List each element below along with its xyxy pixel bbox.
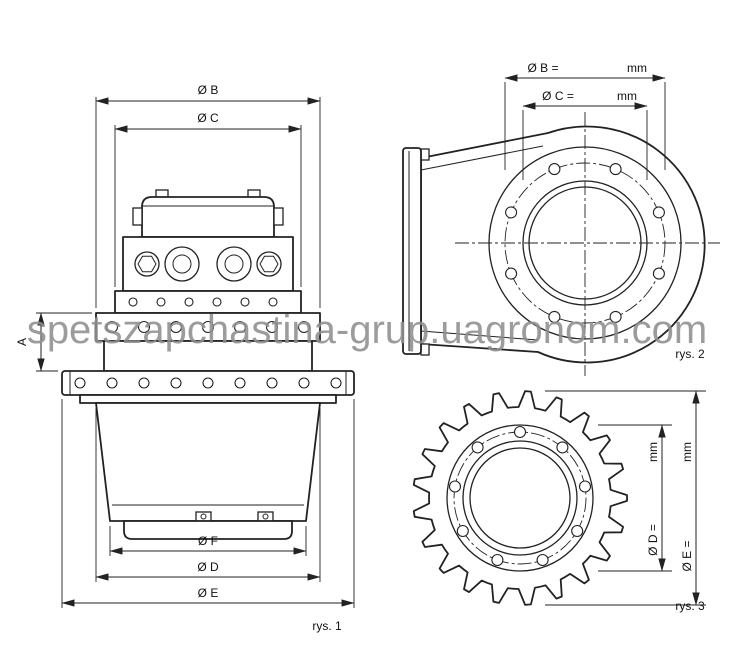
- fig2-dim-c-unit: mm: [617, 89, 637, 103]
- bolt-hole: [170, 377, 182, 389]
- bolt-hole: [505, 206, 518, 219]
- bolt-hole: [578, 480, 592, 493]
- fig1-side-tab: [132, 207, 143, 226]
- fig3-dim-d-unit: mm: [646, 442, 660, 462]
- fig1-bottom-cover: [123, 520, 293, 540]
- bolt-hole: [105, 320, 119, 334]
- fig2-inner-wall: [420, 330, 539, 341]
- bolt-hole: [184, 297, 194, 307]
- bolt-hole: [609, 163, 622, 176]
- bolt-hole: [548, 310, 561, 323]
- fig1-drum-body: [95, 402, 321, 522]
- bolt-hole: [556, 441, 569, 454]
- bolt-hole: [169, 320, 183, 334]
- fig1-hex-plug-hex: [137, 255, 157, 273]
- bolt-hole: [202, 377, 214, 389]
- fig1-hex-plug-hex: [259, 255, 279, 273]
- fig1-bottom-tab: [195, 511, 212, 522]
- fig3-caption: rys. 3: [675, 599, 705, 613]
- fig3-dim-e-label: Ø E =: [680, 540, 694, 571]
- fig1-top-cover: [141, 196, 275, 238]
- bolt-hole: [265, 320, 279, 334]
- bolt-hole: [201, 320, 215, 334]
- fig1-dim-f-label: Ø F: [198, 534, 218, 548]
- fig2-mounting-flange: [402, 147, 422, 355]
- bolt-hole: [652, 267, 665, 280]
- fig1-caption: rys. 1: [312, 619, 342, 633]
- fig1-bottom-tab: [257, 511, 274, 522]
- fig2-motor-side-view: Ø B = mm Ø C = mm rys. 2: [402, 61, 720, 376]
- fig1-final-drive-front-view: Ø B Ø C A Ø F Ø D Ø E rys. 1: [15, 83, 355, 633]
- fig1-lower-step: [79, 394, 337, 404]
- sprocket-hub-circle-inner: [469, 447, 571, 549]
- bolt-hole: [536, 553, 549, 567]
- fig1-hex-plug: [256, 251, 282, 277]
- fig1-side-tab: [273, 207, 284, 226]
- bolt-hole: [513, 425, 527, 439]
- bolt-hole: [128, 297, 138, 307]
- fig1-port-inner: [172, 254, 192, 274]
- bolt-hole: [571, 524, 584, 538]
- fig1-dim-b-label: Ø B: [198, 83, 219, 97]
- fig2-caption: rys. 2: [675, 347, 705, 361]
- watermark-text: spetszapchastina-grup.uagronom.com: [27, 308, 707, 352]
- fig3-dim-d-label: Ø D =: [646, 524, 660, 556]
- bolt-hole: [266, 377, 278, 389]
- fig1-port: [216, 246, 252, 282]
- bolt-hole: [609, 310, 622, 323]
- bolt-hole: [298, 377, 310, 389]
- fig1-port-inner: [224, 254, 244, 274]
- bolt-hole: [652, 206, 665, 219]
- bolt-hole: [548, 163, 561, 176]
- fig1-dim-e-label: Ø E: [198, 586, 219, 600]
- bolt-hole: [471, 441, 484, 454]
- fig1-dim-c-label: Ø C: [197, 111, 219, 125]
- fig1-step-holes: [128, 297, 278, 307]
- sprocket-bolt-holes: [448, 425, 592, 567]
- fig2-dim-c-label: Ø C =: [542, 89, 574, 103]
- fig1-bottom-tab-hole: [262, 513, 269, 520]
- fig1-dim-d-label: Ø D: [197, 560, 219, 574]
- fig1-hex-plug: [134, 251, 160, 277]
- bolt-hole: [456, 524, 469, 538]
- bolt-hole: [106, 377, 118, 389]
- fig1-dim-a-label: A: [15, 338, 29, 346]
- bolt-hole: [137, 320, 151, 334]
- bolt-hole: [212, 297, 222, 307]
- fig1-flange-holes: [105, 320, 311, 334]
- fig3-sprocket-view: mm Ø D = mm Ø E = rys. 3: [412, 390, 706, 613]
- bolt-hole: [491, 553, 504, 567]
- fig2-dim-b-label: Ø B =: [527, 61, 558, 75]
- bolt-hole: [297, 320, 311, 334]
- fig3-dim-e-unit: mm: [680, 442, 694, 462]
- bolt-hole: [233, 320, 247, 334]
- fig1-base-holes: [74, 377, 342, 389]
- fig1-port: [164, 246, 200, 282]
- bolt-hole: [268, 297, 278, 307]
- fig2-bolt-holes: [505, 163, 665, 323]
- bolt-hole: [240, 297, 250, 307]
- bolt-hole: [156, 297, 166, 307]
- bolt-hole: [448, 480, 462, 493]
- fig2-dim-b-unit: mm: [627, 61, 647, 75]
- bolt-hole: [330, 377, 342, 389]
- bolt-hole: [138, 377, 150, 389]
- bolt-hole: [505, 267, 518, 280]
- bolt-hole: [74, 377, 86, 389]
- bolt-hole: [234, 377, 246, 389]
- fig2-flange-step: [420, 148, 430, 161]
- fig1-bottom-tab-hole: [200, 513, 207, 520]
